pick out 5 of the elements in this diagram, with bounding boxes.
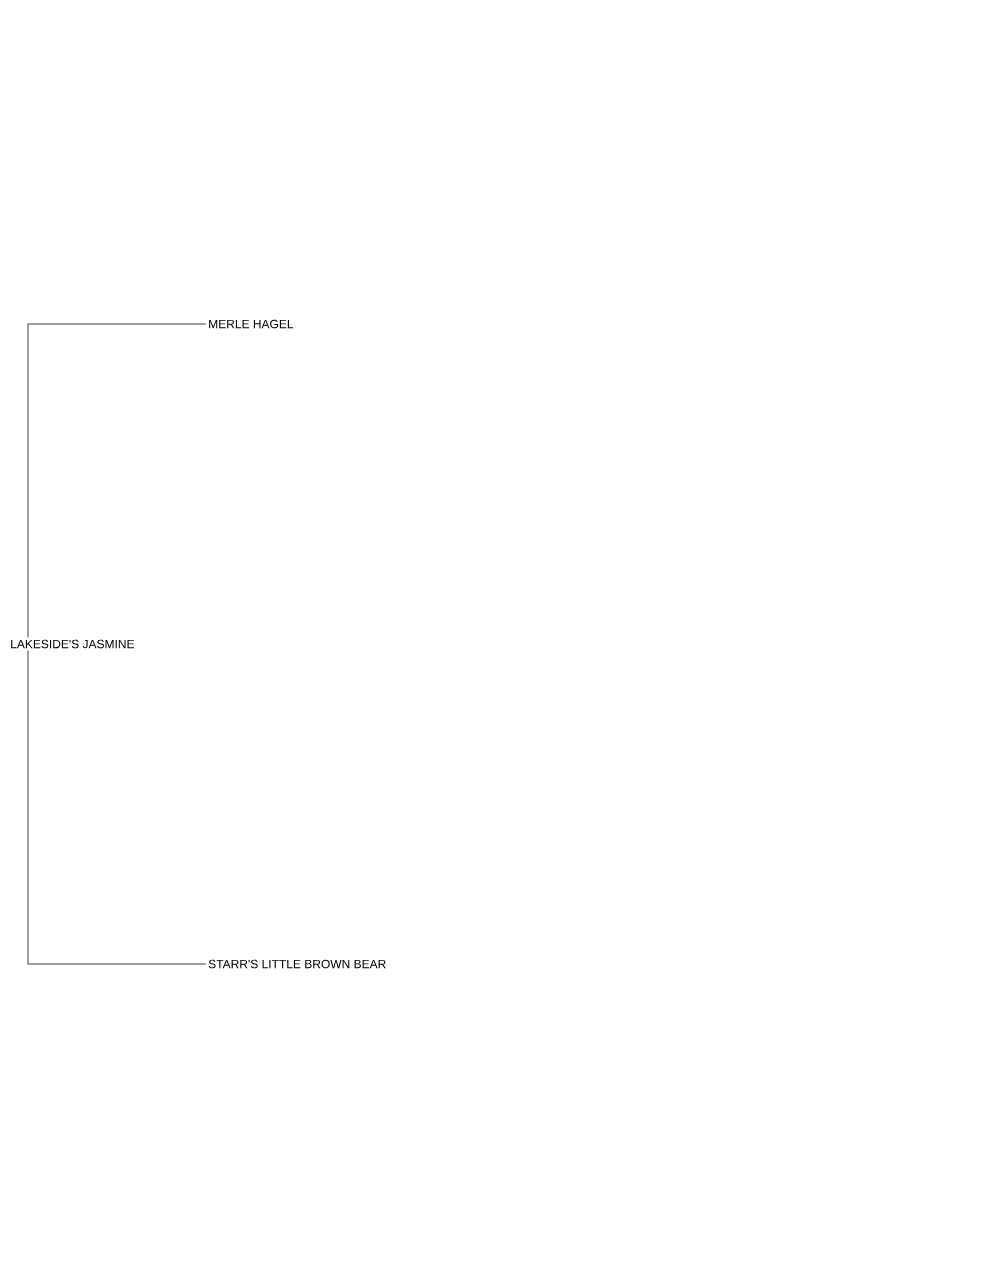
connector-line xyxy=(27,649,207,965)
name-label: LAKESIDE'S JASMINE xyxy=(11,639,134,649)
name-label: STARR'S LITTLE BROWN BEAR xyxy=(208,959,386,969)
connector-line xyxy=(27,323,207,639)
name-label: MERLE HAGEL xyxy=(209,319,294,329)
